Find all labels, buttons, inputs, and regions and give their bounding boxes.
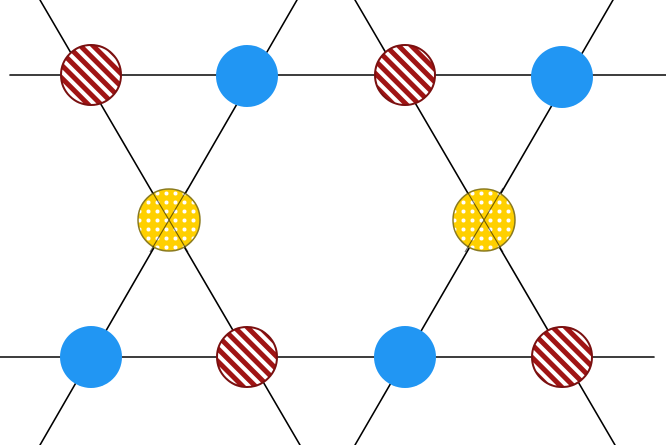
atom-blue xyxy=(531,46,593,108)
bond-overlay xyxy=(149,187,504,253)
atom-red-striped xyxy=(216,326,278,388)
atom-red-striped xyxy=(531,326,593,388)
atom-red-striped xyxy=(374,44,436,106)
bond-overlay-line xyxy=(149,187,189,253)
atom-blue xyxy=(374,326,436,388)
atom-red-striped xyxy=(60,44,122,106)
bond-overlay-line xyxy=(464,187,504,253)
atom-blue xyxy=(216,45,278,107)
atoms xyxy=(60,44,593,388)
atom-blue xyxy=(60,326,122,388)
